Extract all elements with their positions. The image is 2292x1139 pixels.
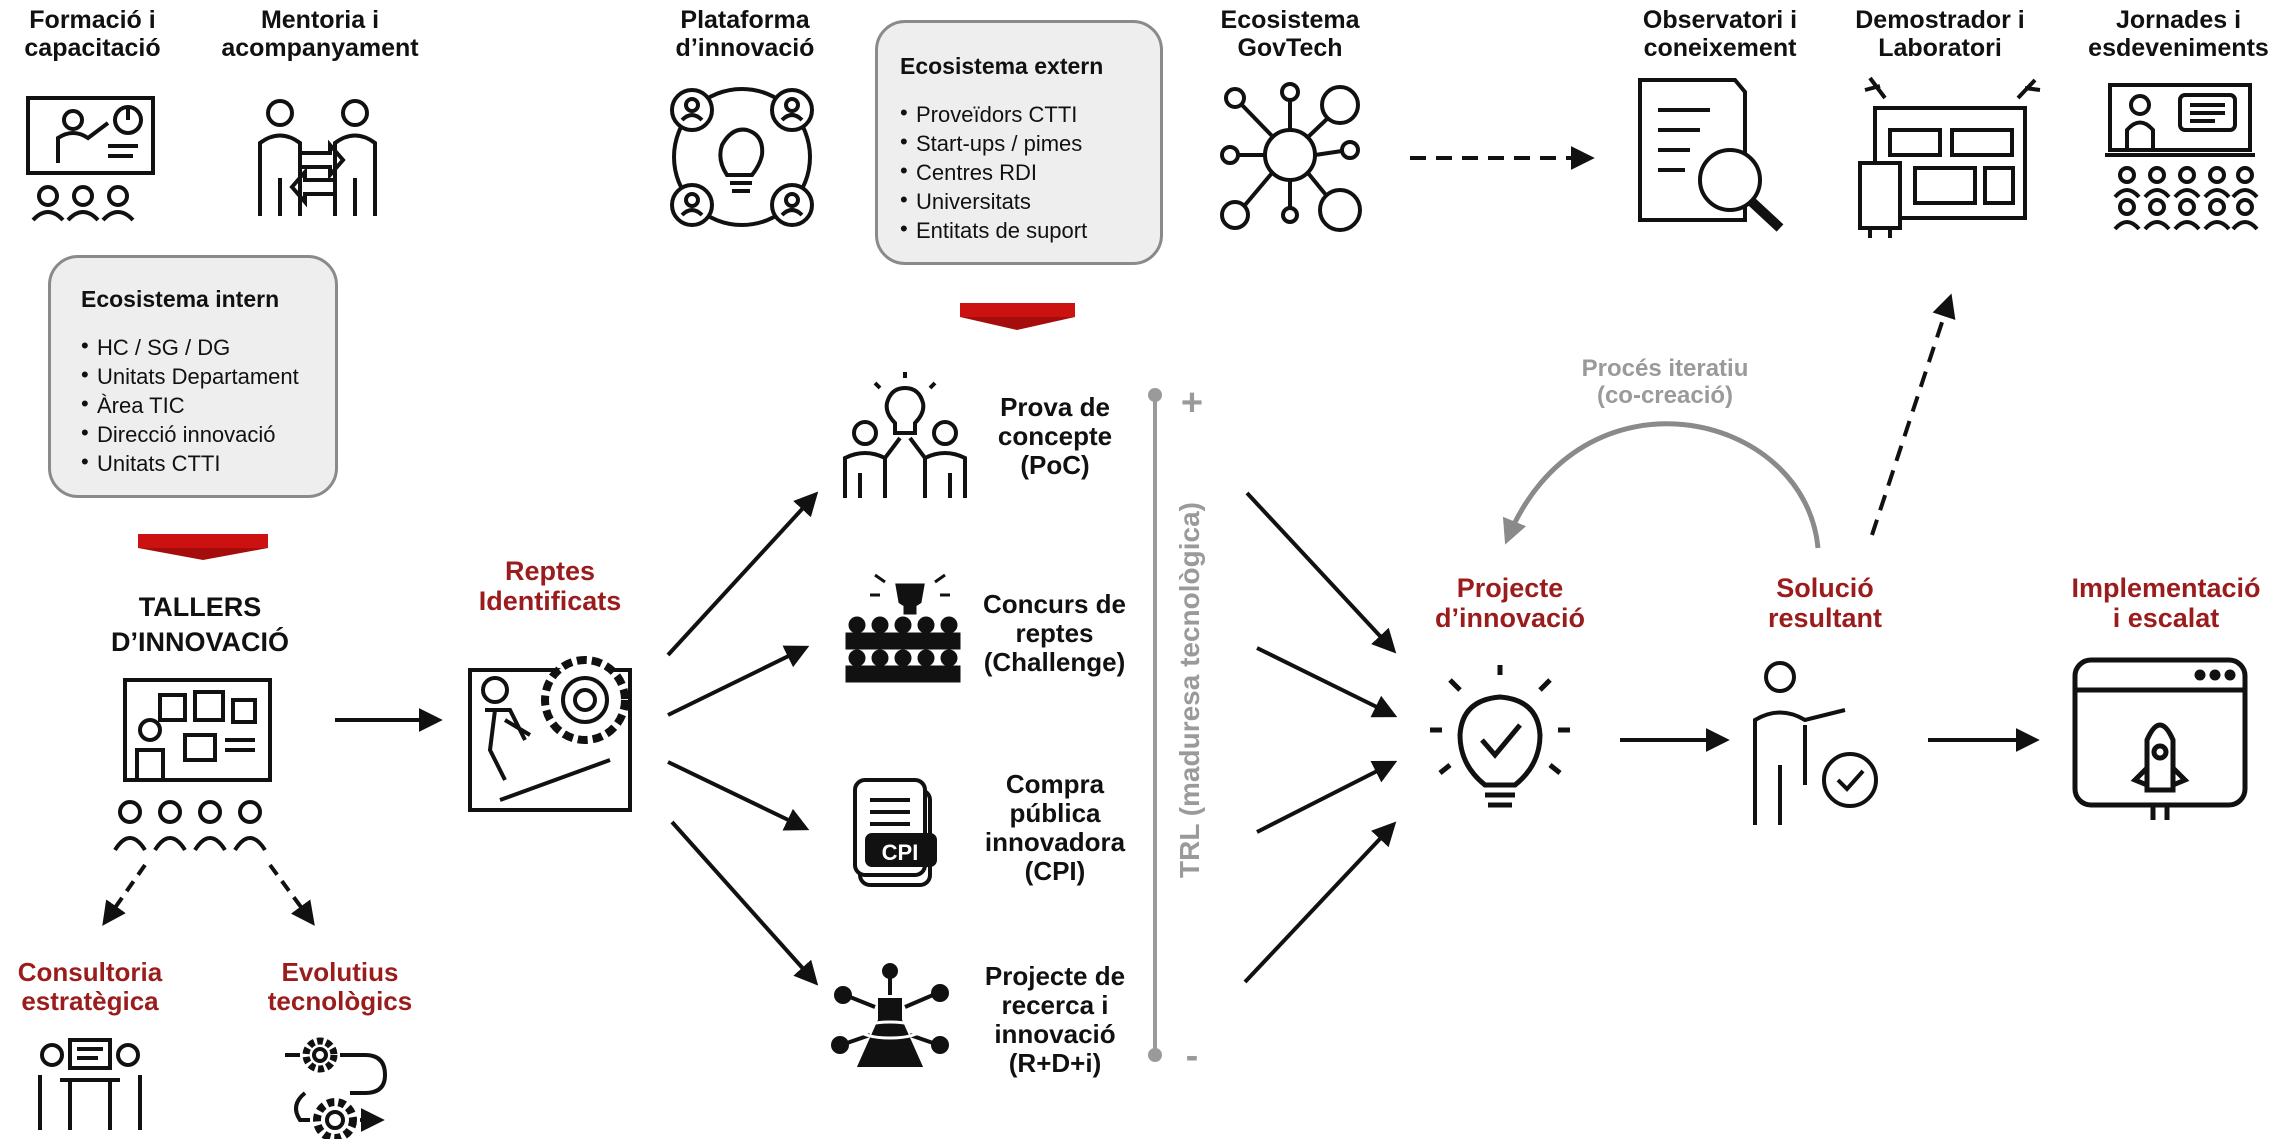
workshop-icon <box>113 678 272 852</box>
dashed-arrow-evolutius <box>268 863 315 926</box>
trl-plus: + <box>1180 382 1204 424</box>
gears-flow-icon <box>285 1037 388 1139</box>
intern-item: HC / SG / DG <box>81 331 305 362</box>
label-proces-iteratiu: Procés iteratiu(co-creació) <box>1581 355 1749 409</box>
trl-scale <box>1148 388 1162 1062</box>
cpi-icon-text: CPI <box>882 840 919 865</box>
red-arrow-extern <box>960 303 1075 330</box>
ecosistema-extern-title: Ecosistema extern <box>900 53 1104 79</box>
ecosistema-extern-box: Ecosistema extern Proveïdors CTTI Start-… <box>875 20 1163 265</box>
idea-team-icon <box>843 372 967 498</box>
ecosistema-intern-title: Ecosistema intern <box>81 286 280 312</box>
platform-icon <box>670 87 814 227</box>
person-gear-icon <box>1753 661 1878 825</box>
flow-arrows <box>335 491 2040 986</box>
extern-item: Proveïdors CTTI <box>900 98 1138 129</box>
extern-item: Universitats <box>900 185 1138 216</box>
extern-item: Entitats de suport <box>900 214 1138 245</box>
extern-item: Centres RDI <box>900 156 1138 187</box>
cpi-document-icon <box>853 778 937 887</box>
dashed-arrow-solucio-up <box>1870 293 1956 536</box>
mentoring-icon <box>258 99 377 216</box>
event-icon <box>2105 83 2259 231</box>
trl-minus: - <box>1185 1035 1199 1077</box>
rocket-launch-icon <box>2072 657 2248 820</box>
consulting-icon <box>38 1038 142 1130</box>
intern-item: Direcció innovació <box>81 418 305 449</box>
intern-item: Àrea TIC <box>81 389 305 420</box>
network-icon <box>1220 82 1362 232</box>
research-flask-icon <box>831 963 949 1067</box>
training-icon <box>26 96 155 222</box>
red-arrow-intern <box>138 534 268 560</box>
ecosistema-intern-box: Ecosistema intern HC / SG / DG Unitats D… <box>48 255 338 498</box>
gear-climber-icon <box>468 656 632 812</box>
iterative-curve <box>1502 421 1821 549</box>
extern-item: Start-ups / pimes <box>900 127 1138 158</box>
idea-bulb-icon <box>1430 665 1570 808</box>
dashed-arrow-consultoria <box>102 863 147 926</box>
trophy-challenge-icon <box>845 573 961 683</box>
intern-item: Unitats Departament <box>81 360 305 391</box>
lab-demonstrator-icon <box>1858 76 2041 238</box>
intern-item: Unitats CTTI <box>81 447 305 478</box>
document-search-icon <box>1638 78 1784 232</box>
